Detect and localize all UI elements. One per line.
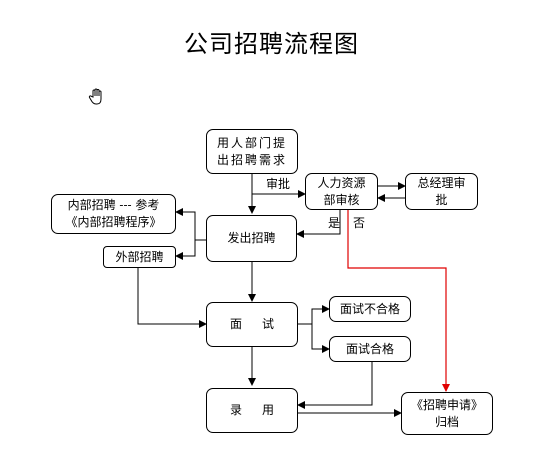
edge-interview-to-pass (311, 324, 330, 353)
edge-external-to-interview (137, 268, 207, 328)
interview-pass-box: 面试合格 (329, 336, 411, 362)
gm-approve-line1: 总经理审 (417, 175, 466, 190)
publish-recruit-box: 发出招聘 (206, 215, 297, 262)
hand-cursor-icon (88, 88, 102, 105)
edge-interview-to-fail (298, 305, 330, 325)
dept-request-box: 用人部门提 出招聘需求 (206, 129, 298, 174)
edge-pass-to-hire (297, 361, 373, 409)
interview-box: 面试 (206, 302, 298, 347)
hire-box: 录用 (206, 388, 298, 433)
hr-review-line2: 部审核 (323, 192, 360, 207)
interview-fail-label: 面试不合格 (339, 301, 400, 316)
interview-fail-box: 面试不合格 (329, 296, 411, 322)
dept-request-line1: 用人部门提 (216, 135, 287, 150)
dept-request-line2: 出招聘需求 (216, 152, 287, 167)
page-title: 公司招聘流程图 (184, 30, 359, 58)
edge-hr-yes-to-publish (296, 210, 341, 238)
internal-recruit-line2: 《内部招聘程序》 (65, 215, 162, 229)
gm-approve-box: 总经理审 批 (405, 173, 478, 210)
archive-line2: 归档 (434, 414, 459, 429)
edge-publish-to-internal (175, 208, 206, 241)
external-recruit-box: 外部招聘 (103, 246, 176, 268)
hr-review-line1: 人力资源 (317, 175, 366, 190)
edge-hr-no-to-archive (347, 210, 450, 392)
edge-label-approve: 审批 (266, 177, 291, 191)
archive-box: 《招聘申请》 归档 (401, 392, 493, 435)
external-recruit-label: 外部招聘 (115, 249, 164, 264)
hire-label: 录用 (229, 403, 294, 417)
gm-approve-line2: 批 (435, 192, 448, 207)
internal-recruit-box: 内部招聘 --- 参考 《内部招聘程序》 (51, 194, 176, 234)
interview-pass-label: 面试合格 (345, 341, 394, 356)
edge-label-no: 否 (353, 216, 366, 230)
edge-publish-to-external (175, 240, 196, 260)
edge-label-yes: 是 (328, 216, 341, 230)
publish-recruit-label: 发出招聘 (227, 231, 276, 245)
archive-line1: 《招聘申请》 (410, 397, 483, 412)
interview-label: 面试 (229, 317, 294, 331)
hr-review-box: 人力资源 部审核 (305, 173, 378, 210)
internal-recruit-line1: 内部招聘 --- 参考 (67, 198, 160, 212)
